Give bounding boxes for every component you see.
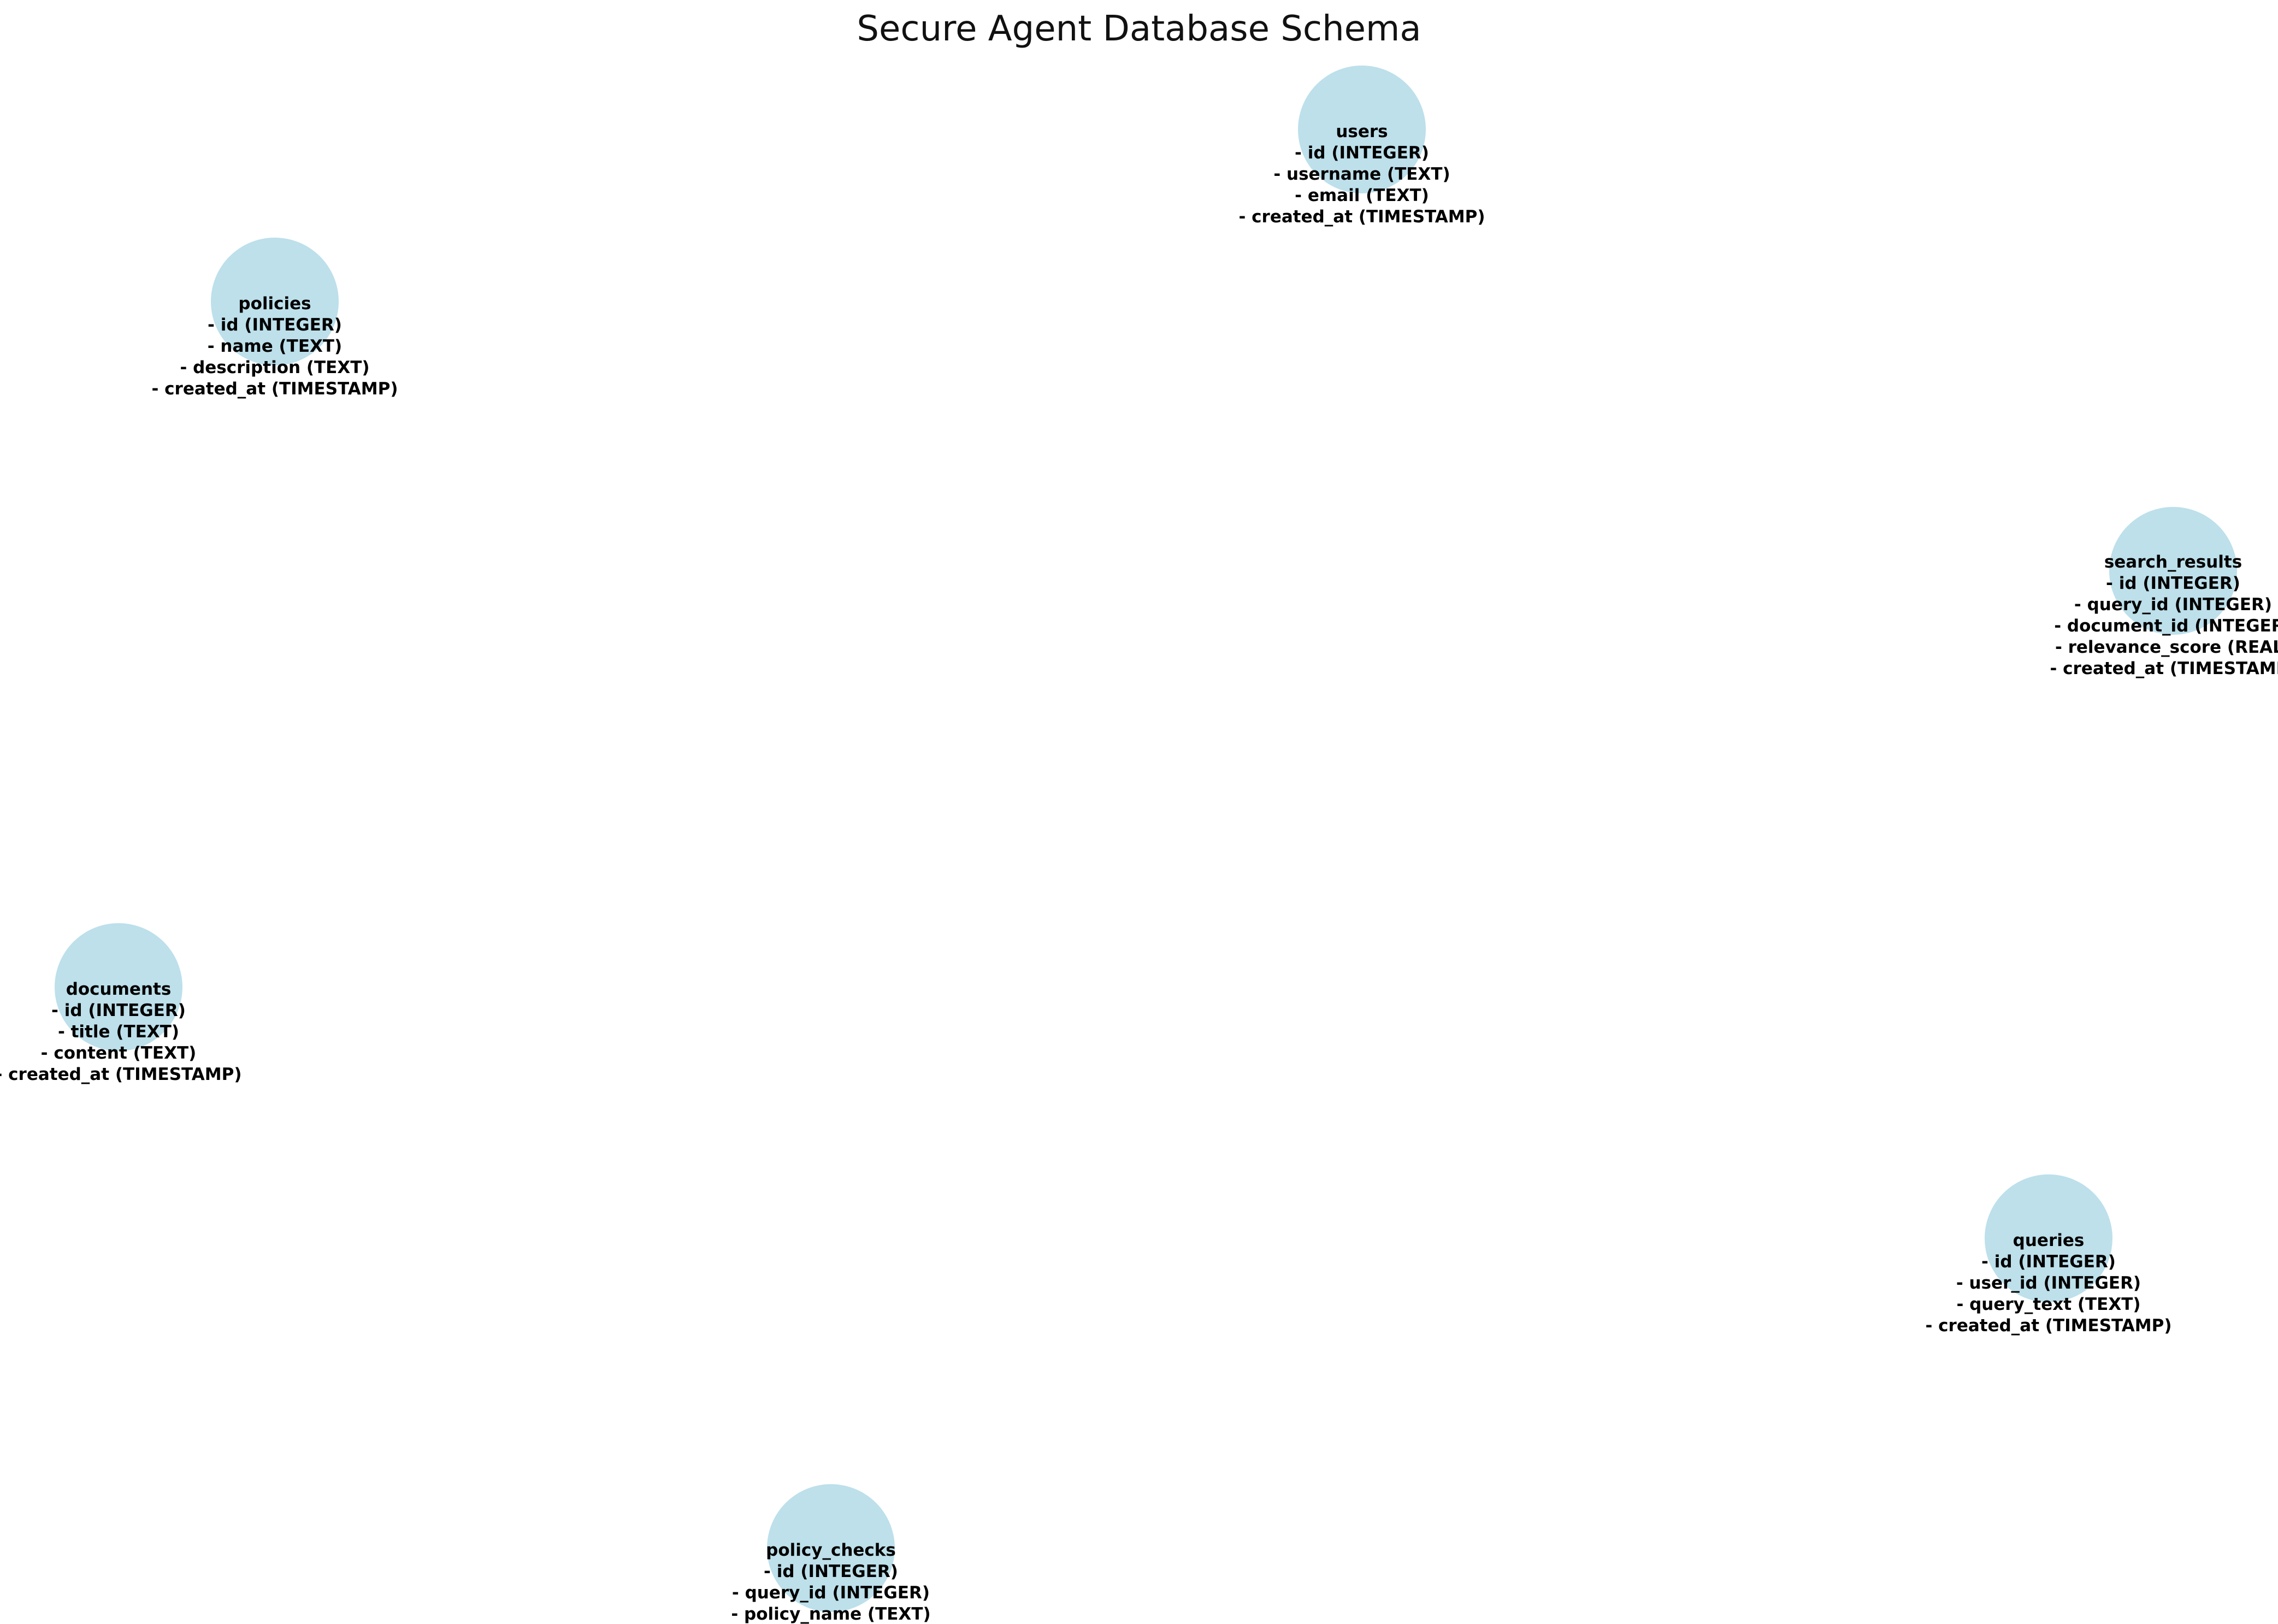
node-policy-checks-field: - query_id (INTEGER) — [731, 1583, 930, 1603]
node-search-results-name: search_results — [2104, 552, 2242, 572]
node-documents-field: - title (TEXT) — [57, 1022, 180, 1042]
node-documents-name: documents — [66, 979, 172, 999]
node-queries-name: queries — [2013, 1231, 2085, 1250]
node-users-label: users - id (INTEGER) - username (TEXT) -… — [925, 121, 1799, 228]
node-policy-checks-field: - policy_name (TEXT) — [731, 1604, 931, 1624]
node-search-results-field: - id (INTEGER) — [2106, 574, 2240, 593]
node-users-field: - created_at (TIMESTAMP) — [1238, 207, 1485, 227]
diagram-title: Secure Agent Database Schema — [857, 9, 1421, 49]
node-policies-field: - name (TEXT) — [207, 336, 343, 356]
node-policies-circle — [211, 238, 339, 365]
node-users-field: - username (TEXT) — [1273, 164, 1450, 184]
node-policy-checks-name: policy_checks — [766, 1540, 896, 1560]
node-search-results-label: search_results - id (INTEGER) - query_id… — [1736, 552, 2278, 680]
node-users-field: - id (INTEGER) — [1295, 143, 1429, 163]
node-users-name: users — [1336, 122, 1388, 141]
node-queries-field: - created_at (TIMESTAMP) — [1925, 1316, 2172, 1336]
node-policies-field: - id (INTEGER) — [208, 315, 342, 335]
node-queries-field: - user_id (INTEGER) — [1956, 1273, 2141, 1293]
node-policy-checks-field: - id (INTEGER) — [764, 1562, 898, 1581]
node-documents-label: documents - id (INTEGER) - title (TEXT) … — [0, 979, 556, 1085]
node-documents-circle — [55, 923, 182, 1051]
node-policy-checks-circle — [767, 1484, 895, 1612]
node-policies-field: - description (TEXT) — [180, 358, 370, 377]
node-policies-label: policies - id (INTEGER) - name (TEXT) - … — [0, 293, 712, 400]
node-policies-field: - created_at (TIMESTAMP) — [151, 379, 398, 399]
node-queries-circle — [1985, 1174, 2112, 1302]
node-users-field: - email (TEXT) — [1295, 186, 1429, 205]
node-documents-field: - created_at (TIMESTAMP) — [0, 1065, 242, 1084]
node-queries-label: queries - id (INTEGER) - user_id (INTEGE… — [1612, 1230, 2278, 1337]
node-search-results-field: - relevance_score (REAL) — [2055, 637, 2278, 657]
node-policy-checks-label: policy_checks - id (INTEGER) - query_id … — [394, 1540, 1268, 1624]
node-users-circle — [1298, 66, 1426, 193]
node-queries-field: - id (INTEGER) — [1981, 1252, 2116, 1272]
node-search-results-circle — [2109, 507, 2237, 635]
node-search-results-field: - created_at (TIMESTAMP) — [2050, 659, 2278, 678]
node-documents-field: - content (TEXT) — [40, 1043, 197, 1063]
node-queries-field: - query_text (TEXT) — [1956, 1295, 2141, 1314]
node-documents-field: - id (INTEGER) — [51, 1001, 186, 1020]
node-policies-name: policies — [238, 294, 311, 314]
node-search-results-field: - document_id (INTEGER) — [2054, 616, 2278, 636]
node-search-results-field: - query_id (INTEGER) — [2074, 595, 2273, 615]
